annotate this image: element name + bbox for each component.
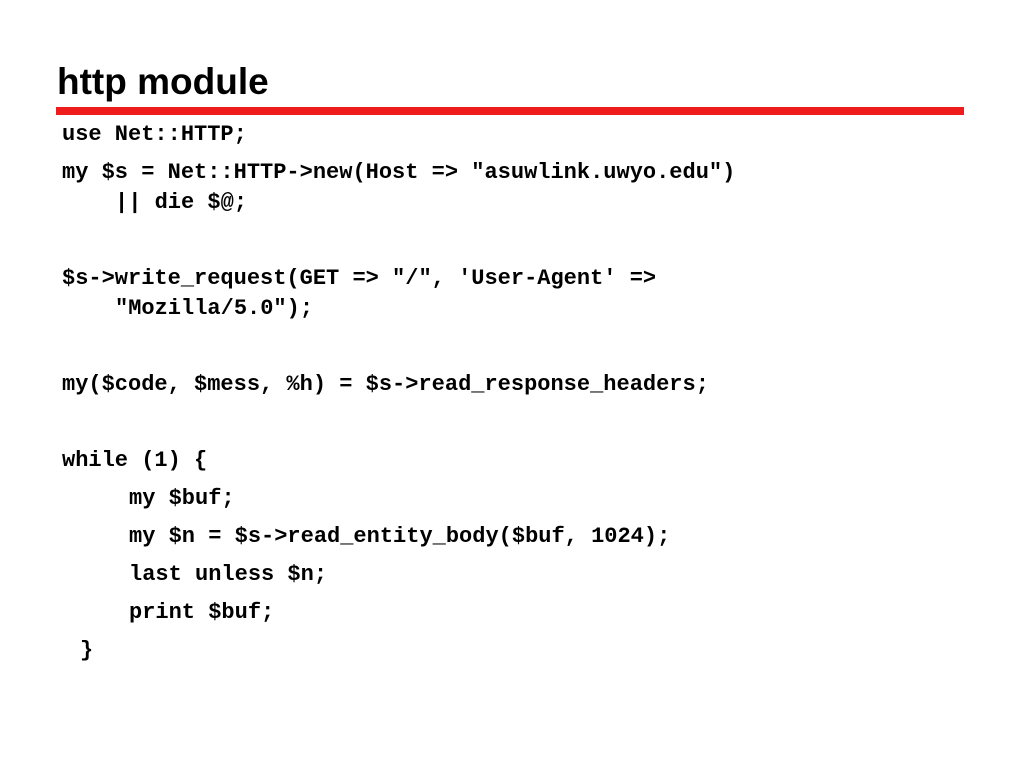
line-spacer [62, 150, 962, 158]
code-line: my($code, $mess, %h) = $s->read_response… [62, 372, 709, 397]
line-spacer [62, 590, 962, 598]
code-line: use Net::HTTP; [62, 122, 247, 147]
code-line-continuation: || die $@; [115, 190, 248, 215]
code-line: $s->write_request(GET => "/", 'User-Agen… [62, 266, 657, 291]
code-line-continuation: "Mozilla/5.0"); [115, 296, 314, 321]
line-spacer [62, 324, 962, 370]
code-line-indented: my $buf; [129, 486, 235, 511]
code-line-indented: my $n = $s->read_entity_body($buf, 1024)… [129, 524, 671, 549]
code-line: while (1) { [62, 448, 208, 473]
code-block: use Net::HTTP; my $s = Net::HTTP->new(Ho… [62, 120, 962, 666]
code-line-closing-brace: } [80, 638, 94, 663]
code-line-indented: print $buf; [129, 600, 275, 625]
line-spacer [62, 218, 962, 264]
code-line: my $s = Net::HTTP->new(Host => "asuwlink… [62, 160, 736, 185]
line-spacer [62, 552, 962, 560]
title-underline [56, 107, 964, 115]
line-spacer [62, 514, 962, 522]
slide-title: http module [57, 61, 269, 102]
line-spacer [62, 476, 962, 484]
line-spacer [62, 400, 962, 446]
line-spacer [62, 628, 962, 636]
code-line-indented: last unless $n; [129, 562, 328, 587]
